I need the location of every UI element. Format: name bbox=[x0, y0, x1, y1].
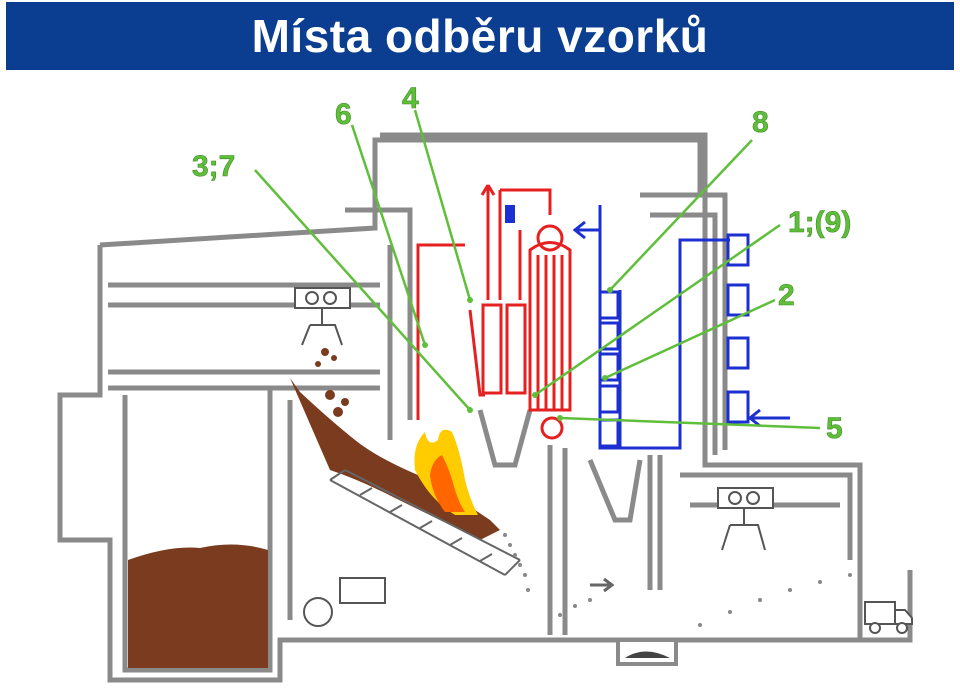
steam-valve bbox=[505, 205, 515, 223]
callout-6: 6 bbox=[335, 98, 352, 131]
crane-trolley bbox=[294, 287, 351, 309]
callout-5: 5 bbox=[826, 412, 843, 445]
grate bbox=[329, 469, 521, 576]
crane-wheel bbox=[305, 291, 319, 305]
callout-points bbox=[422, 287, 613, 421]
fan-icon bbox=[303, 597, 333, 627]
ash-conveyor bbox=[503, 533, 852, 627]
slag-crane bbox=[717, 487, 774, 551]
callout-2: 2 bbox=[778, 279, 795, 312]
falling-waste bbox=[315, 348, 349, 417]
callout-3-7: 3;7 bbox=[192, 150, 235, 183]
hot-circuit bbox=[416, 184, 572, 440]
callout-8: 8 bbox=[752, 106, 769, 139]
flame-core bbox=[430, 455, 465, 512]
ash-heap bbox=[625, 651, 670, 658]
waste-crane bbox=[294, 287, 351, 346]
callout-4: 4 bbox=[402, 82, 419, 115]
crane-wheel bbox=[728, 491, 742, 505]
truck-icon bbox=[864, 601, 913, 634]
title-bar: Místa odběru vzorků bbox=[6, 2, 954, 70]
page-title: Místa odběru vzorků bbox=[251, 10, 709, 62]
air-duct bbox=[339, 577, 386, 604]
flow-arrow-icon bbox=[590, 577, 615, 593]
crane-grab-icon bbox=[721, 508, 766, 551]
crane-wheel bbox=[746, 491, 760, 505]
callout-1-9: 1;(9) bbox=[788, 206, 851, 239]
callout-lines bbox=[254, 109, 821, 430]
waste-pile bbox=[128, 544, 268, 668]
crane-wheel bbox=[323, 291, 337, 305]
crane-grab-icon bbox=[301, 308, 343, 346]
slag-crane-trolley bbox=[717, 487, 774, 509]
